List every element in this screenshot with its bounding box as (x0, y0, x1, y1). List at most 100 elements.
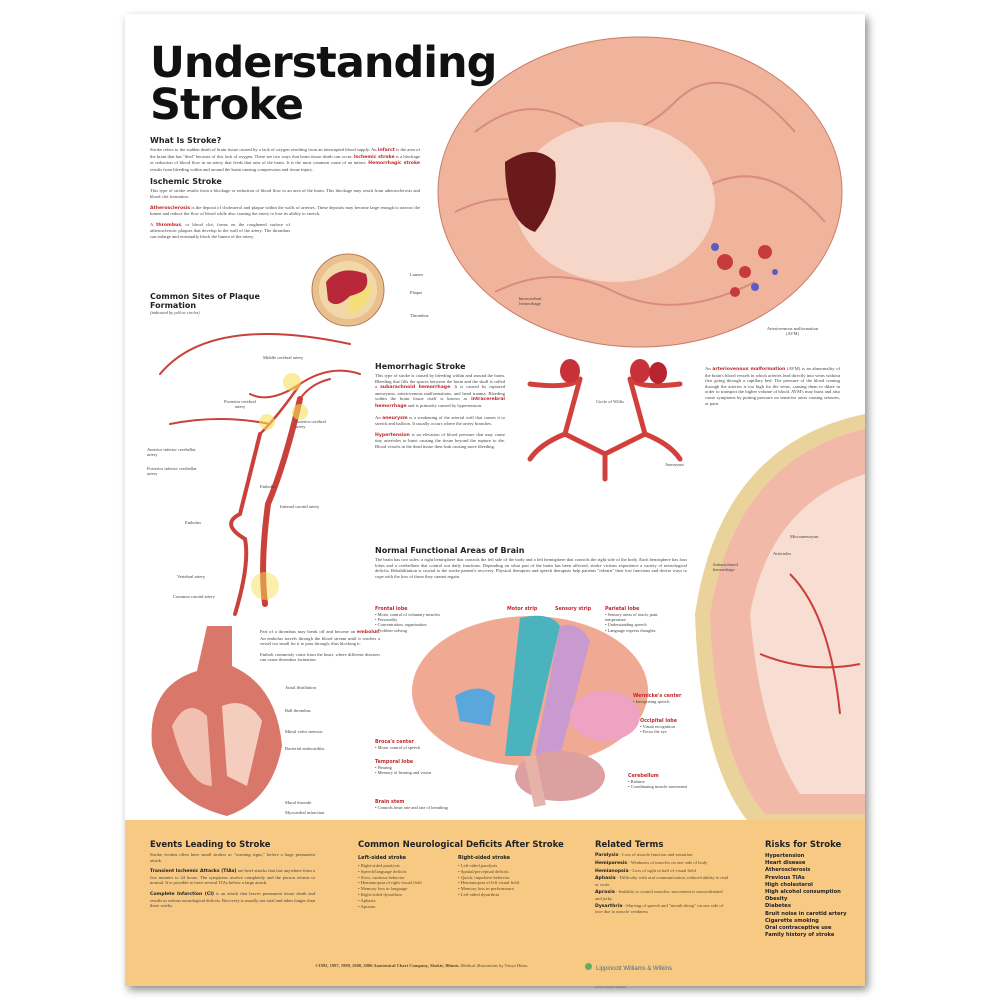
list-item: Diabetes (765, 903, 791, 910)
label-temporal-lobe: Temporal lobe• Hearing• Memory of hearin… (375, 760, 432, 776)
list-item: • Right-sided paralysis (358, 863, 400, 868)
label-lumen: Lumen (410, 272, 423, 277)
label-brain-stem: Brain stem• Controls heart rate and rate… (375, 800, 448, 810)
section-heading: Ischemic Stroke (150, 177, 222, 187)
label-artery: Posterior cerebral artery (224, 399, 256, 409)
label-subarachnoid-hemorrhage: Subarachnoid hemorrhage (713, 562, 738, 572)
label-artery: Vertebral artery (177, 574, 206, 579)
label-heart: Myocardial infarction (285, 810, 325, 815)
list-item: High cholesterol (765, 881, 813, 888)
list-item: • Right-sided dysarthria (358, 891, 402, 897)
paragraph: Stroke refers to the sudden death of bra… (150, 147, 420, 172)
label-wernickes-center: Wernicke's center• Interpreting speech (633, 694, 682, 704)
coronal-brain-slice-illustration (695, 414, 865, 824)
list-item: • Aphasia (358, 897, 376, 903)
label-avm: Arteriovenous malformation (AVM) (766, 326, 819, 336)
list-item: Oral contraceptive use (765, 925, 832, 932)
section-heading: What Is Stroke? (150, 136, 222, 145)
term-item: Aphasia - Difficulty with oral communica… (595, 875, 729, 888)
list-item: • Left-sided dysarthria (458, 891, 500, 897)
list-item: • Quick, impulsive behavior (458, 874, 510, 880)
list-item: • Slow, cautious behavior (358, 874, 405, 880)
label-frontal-lobe: Frontal lobe• Motor control of voluntary… (375, 607, 441, 633)
label-artery: Common carotid artery (173, 594, 215, 599)
list-item: Cigarette smoking (765, 917, 819, 924)
label-motor-strip: Motor strip (507, 607, 538, 612)
functional-areas-section: Normal Functional Areas of Brain The bra… (375, 546, 687, 584)
deficits-section: Common Neurological Deficits After Strok… (358, 840, 564, 909)
list-item: Heart disease (765, 860, 806, 867)
label-heart: Bacterial endocarditis (285, 746, 325, 751)
embolus-paragraph: Part of a thrombus may break off and bec… (260, 629, 380, 663)
label-embolus: Embolus (185, 520, 202, 525)
label-arterioles: Arterioles (773, 551, 791, 556)
label-plaque: Plaque (410, 290, 423, 295)
brain-hemorrhage-illustration (437, 36, 843, 348)
list-item: • Memory loss in language (358, 886, 408, 892)
label-heart: Atrial fibrillation (285, 685, 316, 690)
label-heart: Mural thrombi (285, 800, 312, 805)
label-parietal-lobe: Parietal lobe• Sensory areas of touch, p… (605, 607, 659, 633)
list-item: • Hemianopsia of left visual field (458, 880, 519, 886)
label-occipital-lobe: Occipital lobe• Visual recognition• Focu… (640, 719, 677, 735)
paragraph: Atherosclerosis is the deposit of choles… (150, 204, 420, 217)
plaque-heading: Common Sites of Plaque Formation (indica… (150, 292, 260, 315)
functional-brain-illustration (412, 615, 648, 808)
list-item: Atherosclerosis (765, 867, 811, 874)
list-item: • Spatial/perceptual deficits (458, 868, 509, 874)
list-item: High alcohol consumption (765, 889, 841, 896)
term-item: Apraxia - Inability to control muscles; … (595, 888, 723, 901)
label-sensory-strip: Sensory strip (555, 607, 592, 612)
list-item: Family history of stroke (765, 932, 835, 939)
heart-illustration (151, 626, 282, 816)
label-artery: Anterior inferior cerebellar artery (147, 447, 196, 457)
label-artery: Posterior inferior cerebellar artery (147, 466, 197, 476)
what-is-stroke-section: What Is Stroke? Stroke refers to the sud… (150, 136, 420, 245)
label-thrombus: Thrombus (410, 313, 429, 318)
list-item: • Speech/language deficits (358, 868, 407, 874)
list-item: Previous TIAs (765, 874, 805, 881)
publisher-logo: Lippincott Williams & Wilkins a Wolters … (585, 957, 672, 993)
artery-cross-section-illustration (311, 253, 385, 327)
term-item: Hemiparesis - Weakness of muscles on one… (595, 859, 708, 866)
bottom-info-band: Events Leading to Stroke Stroke victims … (125, 820, 865, 989)
circle-of-willis-illustration (527, 359, 683, 482)
hemorrhagic-stroke-section: Hemorrhagic Stroke This type of stroke i… (375, 362, 505, 449)
paragraph: This type of stroke results from a block… (150, 188, 420, 199)
list-item: • Memory loss in performance (458, 886, 514, 892)
events-section: Events Leading to Stroke Stroke victims … (150, 840, 316, 909)
copyright: ©1992, 1997, 1999, 2000, 2006 Anatomical… (315, 963, 529, 968)
label-aneurysm: Aneurysm (665, 462, 684, 467)
label-cerebellum: Cerebellum• Balance• Coordinating muscle… (628, 774, 687, 790)
avm-paragraph: An arteriovenous malformation (AVM) is a… (705, 366, 841, 406)
label-heart: Mitral valve stenosis (285, 729, 323, 734)
list-item: Obesity (765, 896, 788, 903)
list-item: Bruit noise in carotid artery (765, 910, 847, 917)
label-heart: Ball thrombus (285, 708, 311, 713)
term-item: Paralysis - Loss of muscle function and … (595, 852, 693, 858)
label-artery: Middle cerebral artery (263, 355, 304, 360)
label-artery: Internal carotid artery (280, 504, 320, 509)
section-heading: Normal Functional Areas of Brain (375, 546, 525, 555)
publisher-logo-icon (585, 962, 592, 970)
label-brocas-center: Broca's center• Motor control of speech (375, 740, 420, 750)
list-item: • Apraxia (358, 903, 376, 909)
section-heading: Hemorrhagic Stroke (375, 362, 466, 371)
term-item: Hemianopsia - Loss of sight in half of v… (595, 867, 696, 874)
list-item: • Left-sided paralysis (458, 863, 498, 868)
label-intracerebral-hemorrhage: Intracerebral hemorrhage (518, 296, 542, 306)
label-artery: Anterior cerebral artery (295, 419, 326, 429)
label-embolus: Embolus (260, 484, 277, 489)
list-item: • Hemianopsia of right visual field (358, 880, 422, 886)
term-item: Dysarthria - Slurring of speech and "mou… (595, 902, 724, 915)
paragraph: The brain has two sides: a right hemisph… (375, 557, 687, 579)
label-microaneurysm: Microaneurysm (790, 534, 819, 539)
paragraph: A thrombus, or blood clot, forms on the … (150, 221, 290, 239)
list-item: Hypertension (765, 853, 805, 859)
label-circle-of-willis: Circle of Willis (596, 399, 624, 404)
cerebral-arteries-illustration (159, 333, 361, 616)
